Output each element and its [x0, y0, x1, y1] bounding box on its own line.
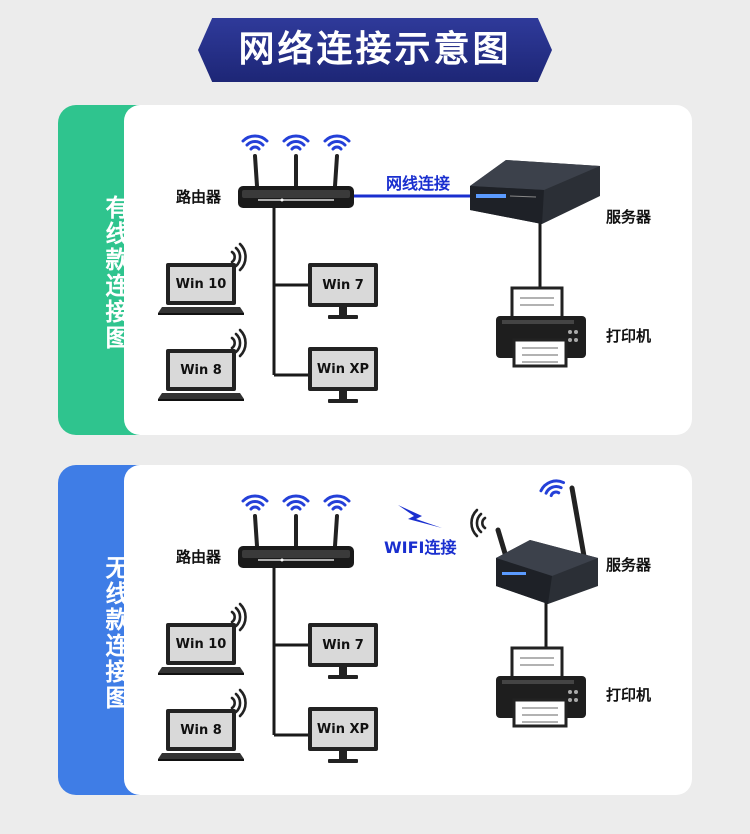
wireless-printer-label: 打印机 [606, 686, 652, 704]
wired-monitor-win7: Win 7 [308, 263, 378, 319]
wireless-tree-lines [272, 568, 548, 737]
wired-side-label: 有线款连接图 [101, 195, 129, 351]
wireless-laptop-win10-label: Win 10 [176, 637, 227, 652]
page-title: 网络连接示意图 [238, 29, 512, 70]
wired-connection-label: 网线连接 [386, 174, 451, 193]
wired-monitor-winxp: Win XP [308, 347, 378, 403]
wired-printer-label: 打印机 [606, 327, 652, 345]
wired-monitor-win7-label: Win 7 [322, 278, 364, 293]
wired-server-icon [470, 160, 600, 224]
wireless-server-label: 服务器 [606, 556, 652, 574]
wired-router-label: 路由器 [176, 188, 222, 206]
wired-router-icon [236, 154, 356, 210]
wired-tree-lines [272, 208, 542, 377]
wireless-monitor-winxp: Win XP [308, 707, 378, 763]
wireless-server-icon [470, 476, 598, 604]
wireless-router-wifi-icon [241, 494, 351, 511]
wireless-printer-icon [494, 646, 588, 728]
wired-laptop-win8: Win 8 [158, 328, 247, 401]
wireless-laptop-win8: Win 8 [158, 688, 247, 761]
wireless-laptop-win10: Win 10 [158, 602, 247, 675]
wired-laptop-win8-label: Win 8 [180, 363, 222, 378]
title-banner [198, 18, 552, 82]
wireless-signal-bolt-icon [398, 505, 442, 528]
wired-monitor-winxp-label: Win XP [317, 362, 369, 377]
wired-laptop-win10-label: Win 10 [176, 277, 227, 292]
wired-laptop-win10: Win 10 [158, 242, 247, 315]
wireless-connection-label: WIFI连接 [384, 538, 457, 557]
wireless-side-label: 无线款连接图 [101, 555, 129, 711]
wired-server-label: 服务器 [606, 208, 652, 226]
wired-printer-icon [494, 286, 588, 368]
wireless-monitor-win7: Win 7 [308, 623, 378, 679]
wireless-router-icon [236, 514, 356, 570]
wireless-monitor-winxp-label: Win XP [317, 722, 369, 737]
wireless-monitor-win7-label: Win 7 [322, 638, 364, 653]
wireless-laptop-win8-label: Win 8 [180, 723, 222, 738]
wireless-router-label: 路由器 [176, 548, 222, 566]
wired-router-wifi-icon [241, 134, 351, 151]
